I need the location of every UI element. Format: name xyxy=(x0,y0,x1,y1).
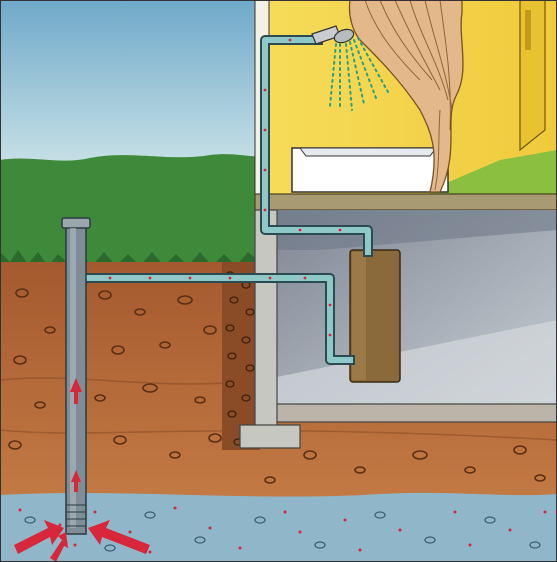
footing xyxy=(240,425,300,448)
grass xyxy=(0,154,262,268)
bathtub-icon xyxy=(292,148,448,192)
pressure-tank-icon xyxy=(350,250,400,382)
basement-floor xyxy=(270,404,557,422)
floor-joist xyxy=(255,194,557,210)
foundation-wall xyxy=(255,210,277,430)
